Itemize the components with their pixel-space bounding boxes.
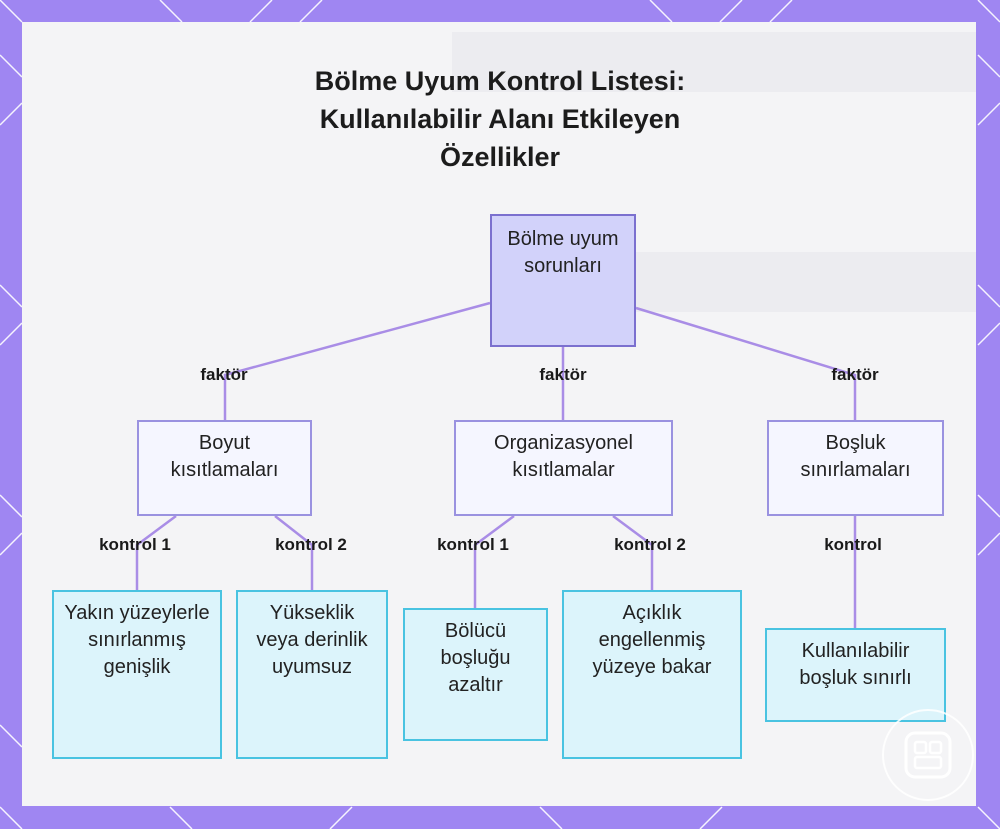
node-leaf-usable-space: Kullanılabilir boşluk sınırlı — [765, 628, 946, 722]
edge-label-factor-2: faktör — [539, 365, 586, 385]
edge-label-check-4: kontrol 2 — [614, 535, 686, 555]
title-line-1: Bölme Uyum Kontrol Listesi: — [200, 62, 800, 100]
edge-label-check-2: kontrol 2 — [275, 535, 347, 555]
node-leaf-width-limited: Yakın yüzeylerle sınırlanmış genişlik — [52, 590, 222, 759]
edge-root-size — [225, 303, 490, 420]
node-leaf-opening-blocked: Açıklık engellenmiş yüzeye bakar — [562, 590, 742, 759]
title-line-2: Kullanılabilir Alanı Etkileyen — [200, 100, 800, 138]
node-space-limits: Boşluk sınırlamaları — [767, 420, 944, 516]
page-title: Bölme Uyum Kontrol Listesi: Kullanılabil… — [200, 62, 800, 176]
edge-label-factor-3: faktör — [831, 365, 878, 385]
grid-logo-icon — [882, 709, 974, 801]
node-root: Bölme uyum sorunları — [490, 214, 636, 347]
node-leaf-divider-space: Bölücü boşluğu azaltır — [403, 608, 548, 741]
node-size-constraints: Boyut kısıtlamaları — [137, 420, 312, 516]
edge-label-check-1: kontrol 1 — [99, 535, 171, 555]
title-line-3: Özellikler — [200, 138, 800, 176]
node-leaf-height-depth: Yükseklik veya derinlik uyumsuz — [236, 590, 388, 759]
edge-root-space — [636, 308, 855, 420]
grid-logo-glyph — [902, 729, 954, 781]
edge-label-check-5: kontrol — [824, 535, 882, 555]
node-organizational-constraints: Organizasyonel kısıtlamalar — [454, 420, 673, 516]
edge-label-check-3: kontrol 1 — [437, 535, 509, 555]
edge-label-factor-1: faktör — [200, 365, 247, 385]
edge-org-leaf3 — [475, 516, 514, 608]
